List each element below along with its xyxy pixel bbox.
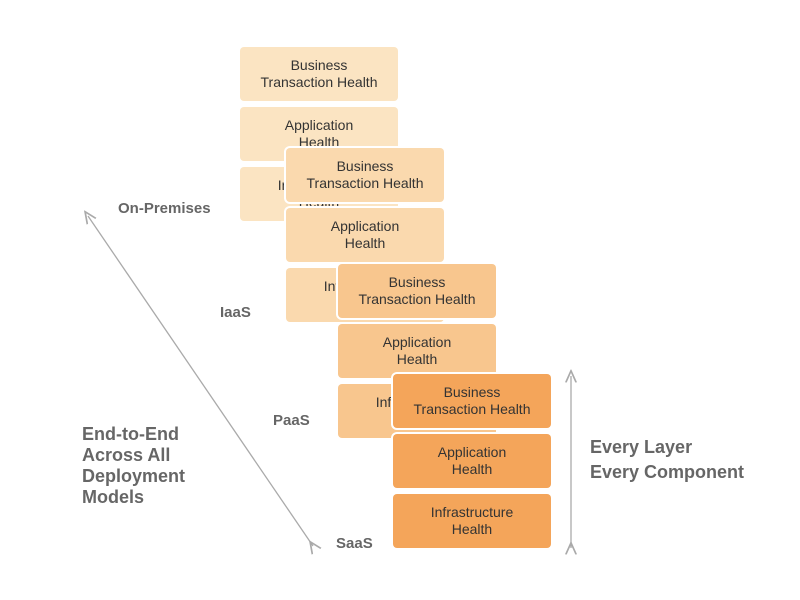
saas-business-box: Business Transaction Health bbox=[393, 374, 551, 428]
on-premises-business-box: Business Transaction Health bbox=[240, 47, 398, 101]
saas-application-box: Application Health bbox=[393, 434, 551, 488]
saas-infrastructure-box: Infrastructure Health bbox=[393, 494, 551, 548]
paas-business-box: Business Transaction Health bbox=[338, 264, 496, 318]
deployment-models-arrow bbox=[88, 216, 313, 546]
left-caption: End-to-End Across All Deployment Models bbox=[82, 424, 186, 507]
label-saas: SaaS bbox=[336, 535, 373, 552]
right-caption: Every Layer Every Component bbox=[590, 437, 745, 482]
iaas-application-box: Application Health bbox=[286, 208, 444, 262]
iaas-business-box: Business Transaction Health bbox=[286, 148, 444, 202]
label-on-premises: On-Premises bbox=[118, 200, 211, 217]
label-paas: PaaS bbox=[273, 412, 310, 429]
label-iaas: IaaS bbox=[220, 304, 251, 321]
paas-application-box: Application Health bbox=[338, 324, 496, 378]
